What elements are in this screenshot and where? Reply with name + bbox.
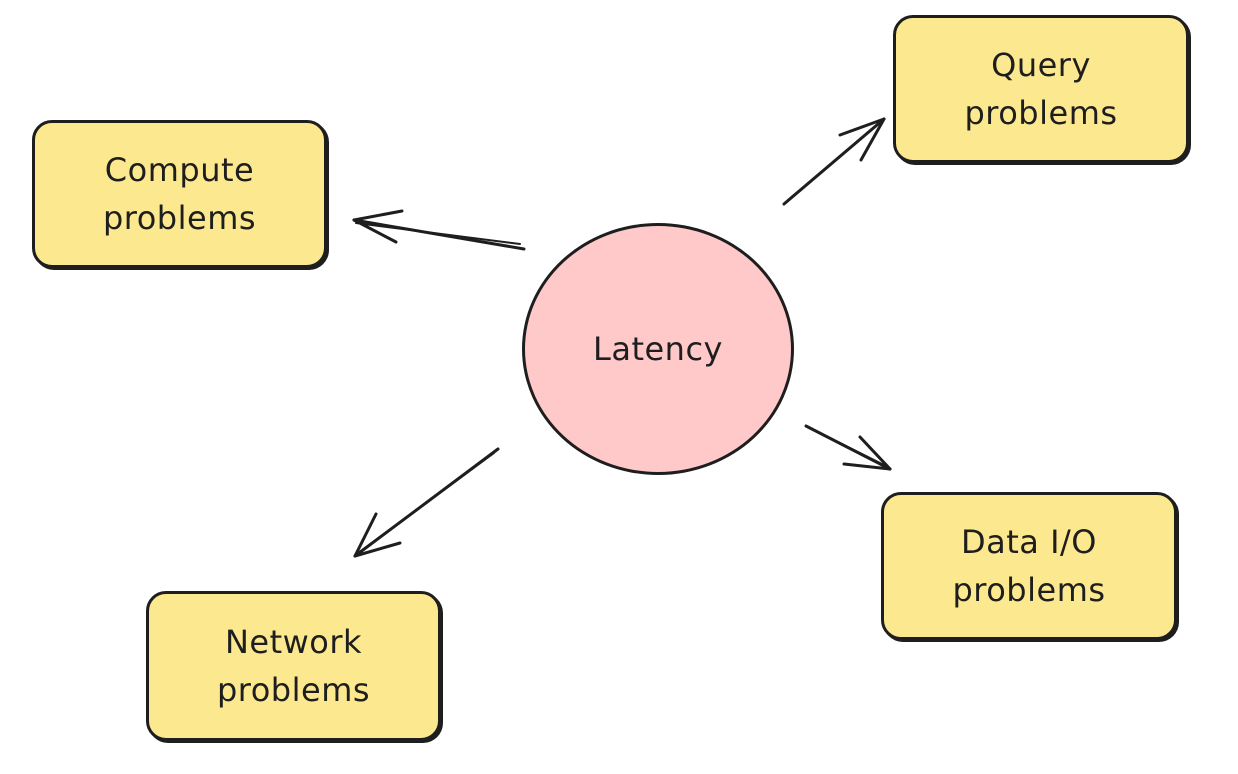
- compute-problems-box[interactable]: Compute problems: [32, 120, 327, 268]
- compute-problems-line1: Compute: [104, 151, 255, 189]
- data-io-problems-box[interactable]: Data I/O problems: [881, 492, 1177, 640]
- compute-problems-line2: problems: [102, 199, 257, 237]
- query-problems-line2: problems: [964, 94, 1118, 132]
- latency-circle[interactable]: Latency: [522, 223, 794, 475]
- network-problems-line2: problems: [216, 671, 371, 709]
- latency-label: Latency: [593, 330, 723, 368]
- data-io-problems-line2: problems: [952, 571, 1106, 609]
- arrow-to-data-io: [804, 424, 892, 471]
- arrow-to-compute: [352, 209, 526, 251]
- arrow-to-query: [782, 117, 886, 206]
- arrow-to-network: [353, 447, 500, 558]
- network-problems-box[interactable]: Network problems: [146, 591, 441, 741]
- query-problems-box[interactable]: Query problems: [893, 15, 1189, 163]
- network-problems-line1: Network: [224, 623, 363, 661]
- query-problems-line1: Query: [991, 46, 1091, 84]
- data-io-problems-line1: Data I/O: [961, 523, 1097, 561]
